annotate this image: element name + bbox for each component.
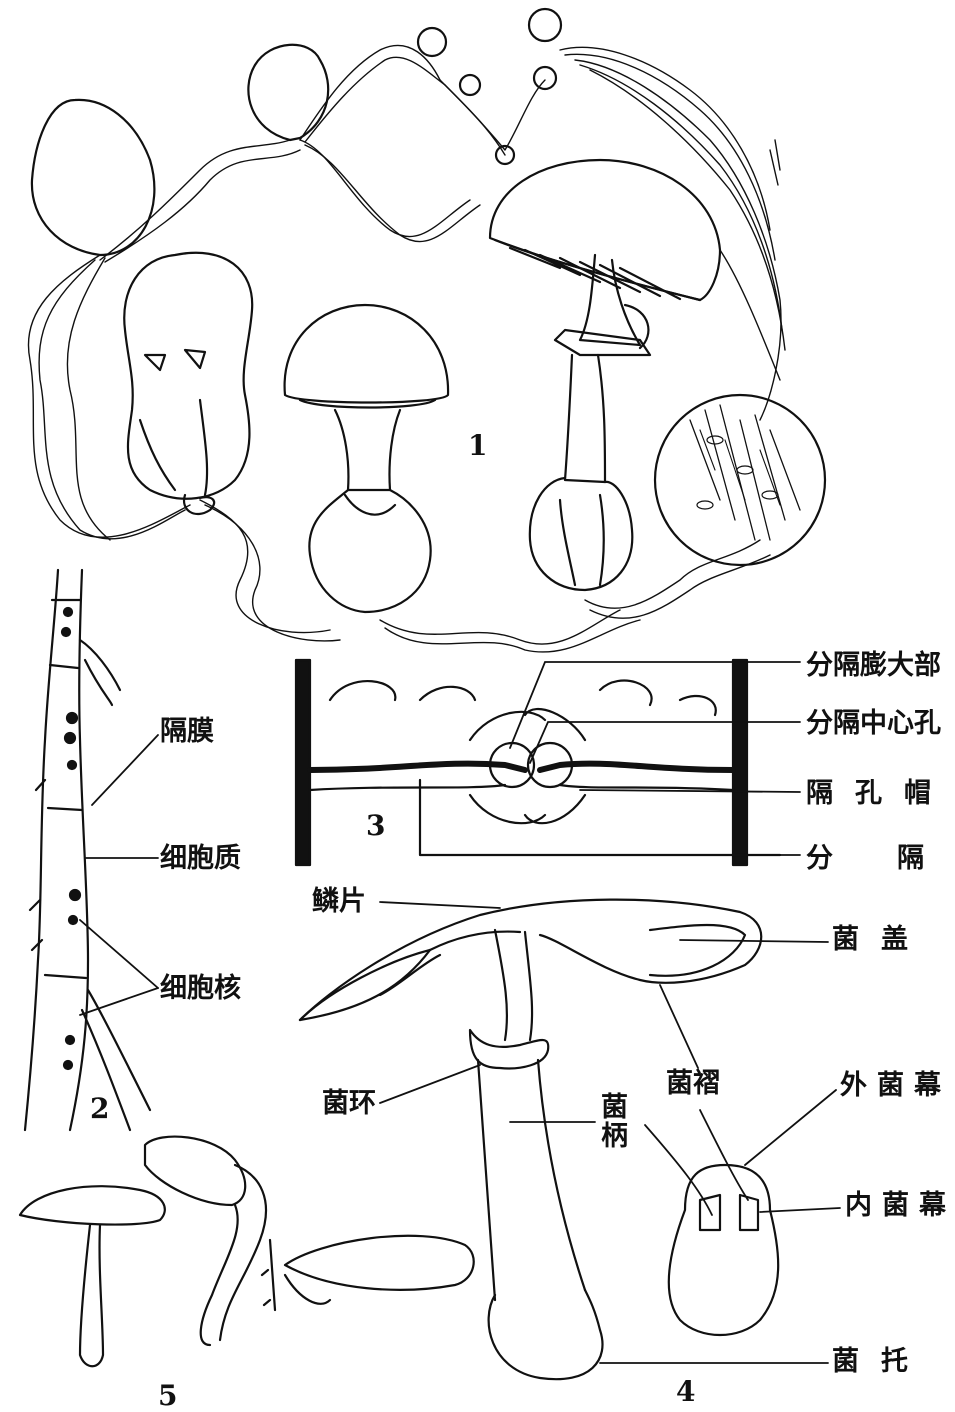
leader-lines [0, 0, 955, 1410]
